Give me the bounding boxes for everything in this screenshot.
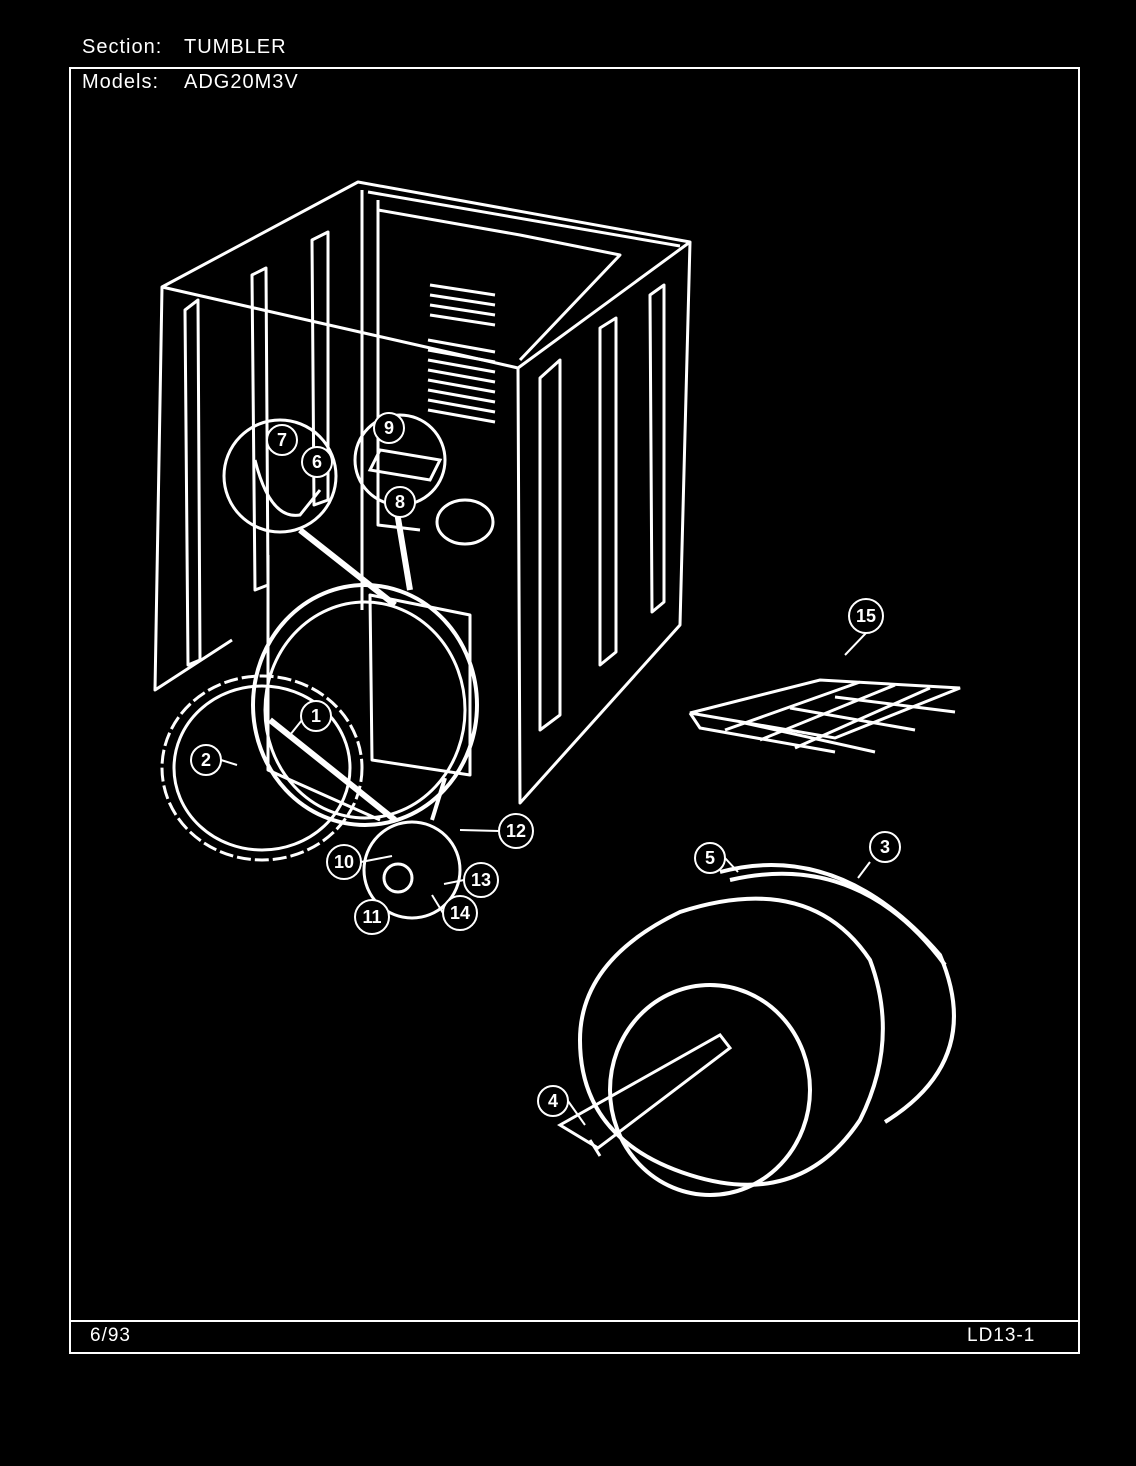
- diagram-frame: [69, 67, 1080, 1354]
- callout-7: 7: [266, 424, 298, 456]
- callout-11: 11: [354, 899, 390, 935]
- callout-4-label: 4: [548, 1091, 558, 1111]
- footer-code: LD13-1: [967, 1325, 1036, 1346]
- callout-8: 8: [384, 486, 416, 518]
- part-callouts: 1 2 3 4 5 6 7 8 9 10 11 12 13 14 15: [190, 412, 901, 1117]
- callout-15-label: 15: [856, 606, 876, 626]
- callout-12-label: 12: [506, 821, 526, 841]
- callout-8-label: 8: [395, 492, 405, 512]
- callout-5: 5: [694, 842, 726, 874]
- models-value: ADG20M3V: [184, 71, 299, 93]
- callout-13: 13: [463, 862, 499, 898]
- callout-10: 10: [326, 844, 362, 880]
- callout-leaders: [220, 632, 871, 1126]
- callout-9: 9: [373, 412, 405, 444]
- callout-3-label: 3: [880, 837, 890, 857]
- models-header: Models: ADG20M3V: [82, 71, 299, 94]
- callout-15: 15: [848, 598, 884, 634]
- models-label: Models:: [82, 71, 160, 93]
- callout-14-label: 14: [450, 903, 470, 923]
- tumbler-drum: [557, 863, 956, 1197]
- section-value: TUMBLER: [184, 36, 287, 58]
- callout-13-label: 13: [471, 870, 491, 890]
- section-header: Section: TUMBLER: [82, 36, 287, 59]
- front-seal-ring: [160, 674, 364, 862]
- callout-1-label: 1: [311, 706, 321, 726]
- callout-9-label: 9: [384, 418, 394, 438]
- section-label: Section:: [82, 36, 163, 58]
- callout-4: 4: [537, 1085, 569, 1117]
- callout-3: 3: [869, 831, 901, 863]
- callout-5-label: 5: [705, 848, 715, 868]
- callout-11-label: 11: [362, 907, 381, 927]
- callout-6: 6: [301, 446, 333, 478]
- callout-7-label: 7: [277, 430, 287, 450]
- callout-14: 14: [442, 895, 478, 931]
- callout-12: 12: [498, 813, 534, 849]
- footer-date: 6/93: [90, 1325, 131, 1346]
- callout-6-label: 6: [312, 452, 322, 472]
- dryer-cabinet: [153, 180, 692, 827]
- drying-rack: [688, 678, 961, 754]
- callout-10-label: 10: [334, 852, 354, 872]
- callout-2: 2: [190, 744, 222, 776]
- callout-1: 1: [300, 700, 332, 732]
- callout-2-label: 2: [201, 750, 211, 770]
